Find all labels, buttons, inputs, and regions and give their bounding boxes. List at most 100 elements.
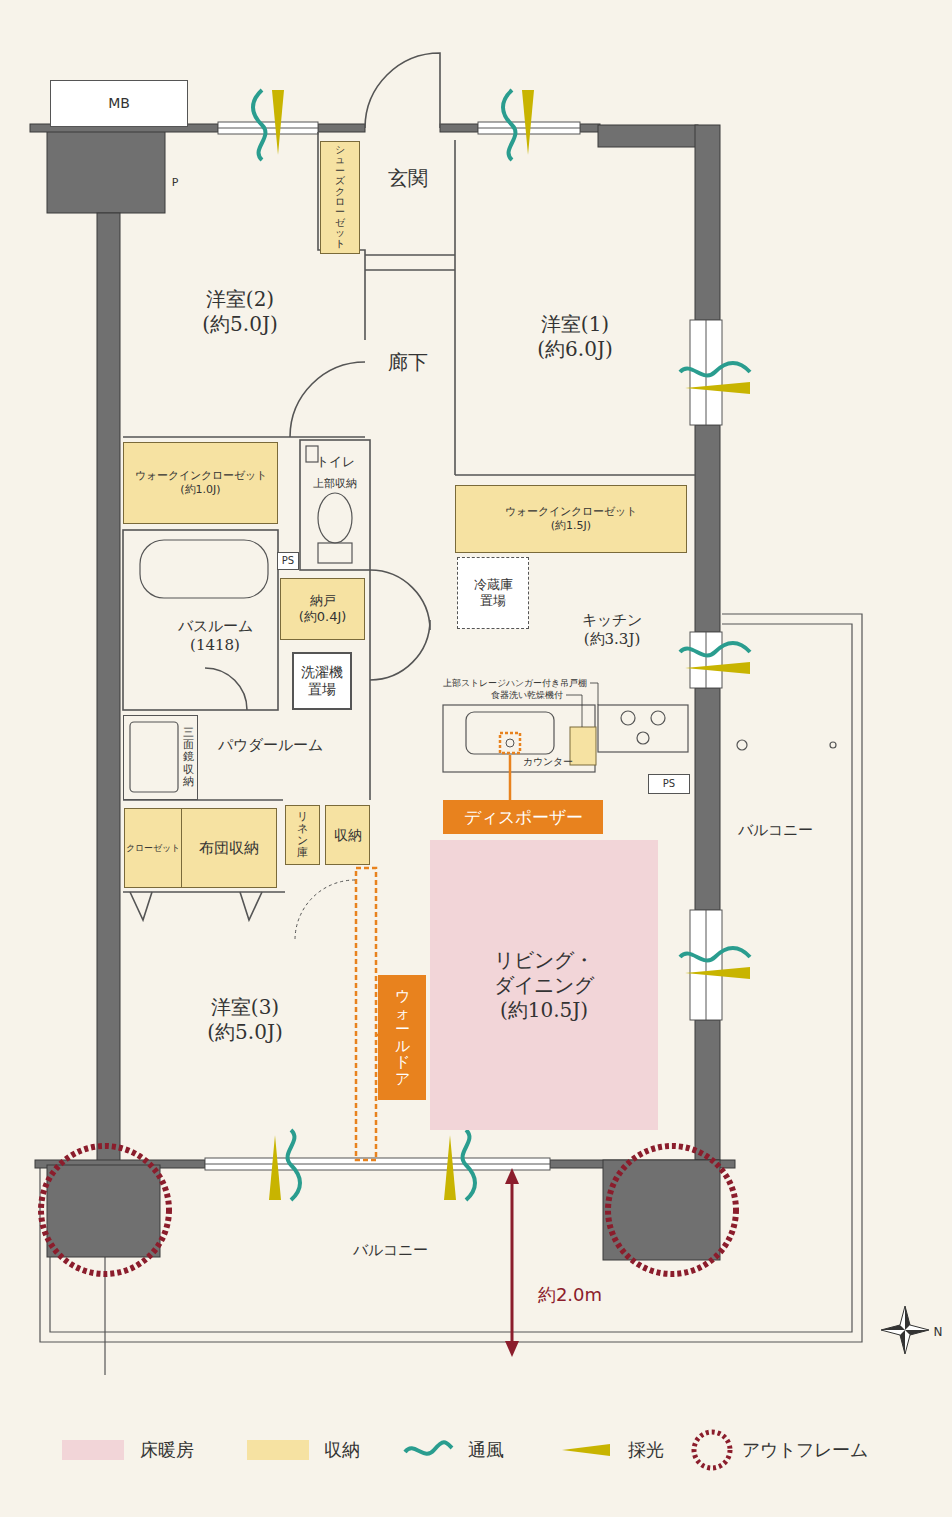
text-label: シューズクローゼット — [335, 145, 345, 249]
room-box: ウォールドア — [378, 975, 426, 1100]
text-label: 納戸 (約0.4J) — [299, 593, 347, 626]
room-box: PS — [648, 774, 690, 794]
plan-shape — [123, 530, 278, 710]
text-label: 玄関 — [388, 166, 428, 190]
text-label: リネン庫 — [297, 811, 308, 859]
plan-shape — [444, 1130, 475, 1200]
plan-shape — [690, 632, 722, 688]
plan-shape — [40, 614, 862, 1342]
plan-shape — [369, 570, 371, 800]
plan-shape — [318, 132, 365, 340]
dimension-arrow — [505, 1168, 519, 1357]
plan-shape — [881, 1306, 929, 1354]
plan-shape — [695, 425, 720, 632]
plan-shape — [881, 1325, 905, 1330]
text-label: クローゼット — [126, 843, 180, 853]
room-box: ウォークインクローゼット (約1.5J) — [455, 485, 687, 553]
text-label: 廊下 — [388, 350, 428, 374]
room-box: リネン庫 — [285, 805, 320, 865]
room-box: クローゼット — [124, 808, 182, 888]
plan-shape — [621, 711, 635, 725]
text-label: バルコニー — [738, 821, 813, 839]
text-label: リビング・ダイニング (約10.5J) — [494, 948, 594, 1023]
plan-shape — [706, 320, 707, 425]
plan-shape — [905, 1330, 929, 1335]
plan-shape — [509, 755, 512, 800]
plan-shape — [140, 540, 268, 598]
room-box: 納戸 (約0.4J) — [280, 578, 365, 640]
plan-shape — [454, 140, 456, 475]
text-label: バルコニー — [353, 1241, 428, 1259]
balcony-outline — [40, 614, 862, 1375]
text-label: 三面鏡収納 — [183, 727, 194, 787]
plan-shape — [737, 740, 747, 750]
plan-shape — [598, 705, 688, 752]
text-label: MB — [108, 95, 130, 112]
plan-shape — [443, 705, 595, 772]
plan-shape — [695, 1020, 720, 1160]
room-box: ウォークインクローゼット (約1.0J) — [123, 442, 278, 524]
plan-shape — [41, 1146, 169, 1274]
plan-shape — [905, 1306, 910, 1330]
plan-shape — [503, 90, 534, 160]
plan-shape — [511, 1180, 514, 1345]
plan-shape — [690, 910, 722, 1020]
plan-shape — [608, 1146, 736, 1274]
plan-shape — [365, 269, 455, 271]
door-swing — [295, 880, 355, 940]
plan-shape — [637, 732, 649, 744]
plan-shape — [290, 362, 365, 437]
plan-shape — [130, 892, 262, 920]
plan-shape — [505, 1341, 519, 1357]
text-label: キッチン (約3.3J) — [582, 611, 642, 649]
text-label: トイレ — [316, 454, 355, 470]
plan-shape — [598, 125, 698, 147]
plan-shape — [680, 363, 750, 394]
legend-icons — [405, 1432, 730, 1468]
plan-shape — [365, 53, 440, 128]
compass — [881, 1306, 929, 1354]
windows — [205, 122, 722, 1170]
walls — [30, 124, 735, 1260]
text-label: 通風 — [468, 1439, 504, 1461]
plan-shape — [706, 910, 707, 1020]
text-label: 約2.0m — [538, 1284, 602, 1306]
plan-shape — [365, 254, 455, 256]
plan-shape — [47, 1165, 160, 1257]
plan-shape — [455, 474, 695, 476]
room-box: 収納 — [325, 805, 370, 865]
room-box: リビング・ダイニング (約10.5J) — [430, 840, 658, 1130]
plan-shape — [505, 1168, 519, 1184]
plan-shape — [370, 620, 430, 680]
text-label: 上部収納 — [313, 477, 357, 490]
interior-walls — [123, 53, 695, 920]
text-label: 洋室(2) (約5.0J) — [202, 287, 277, 337]
plan-shape — [680, 948, 750, 979]
legend-swatch — [247, 1440, 309, 1460]
room-box: 洗濯機 置場 — [292, 652, 352, 710]
plan-shape — [466, 712, 554, 754]
text-label: 採光 — [628, 1439, 664, 1461]
legend-swatch — [62, 1440, 124, 1460]
room-box: 布団収納 — [181, 808, 277, 888]
text-label: バスルーム (1418) — [178, 617, 253, 655]
plan-shape — [695, 688, 720, 910]
dishwasher — [570, 727, 596, 765]
plan-shape — [706, 632, 707, 688]
plan-shape — [900, 1330, 905, 1354]
plan-shape — [356, 868, 376, 1160]
text-label: 洋室(1) (約6.0J) — [537, 312, 612, 362]
text-label: P — [172, 176, 179, 189]
plan-shape — [253, 90, 284, 160]
room-box: 冷蔵庫 置場 — [457, 557, 529, 629]
text-label: 冷蔵庫 置場 — [474, 577, 513, 610]
plan-shape — [218, 128, 318, 129]
plan-shape — [830, 742, 836, 748]
text-label: 洋室(3) (約5.0J) — [207, 995, 282, 1045]
plan-shape — [97, 213, 120, 1165]
plan-shape — [590, 683, 598, 705]
text-label: アウトフレーム — [742, 1439, 868, 1461]
plan-shape — [130, 722, 178, 792]
text-label: カウンター — [523, 756, 573, 768]
